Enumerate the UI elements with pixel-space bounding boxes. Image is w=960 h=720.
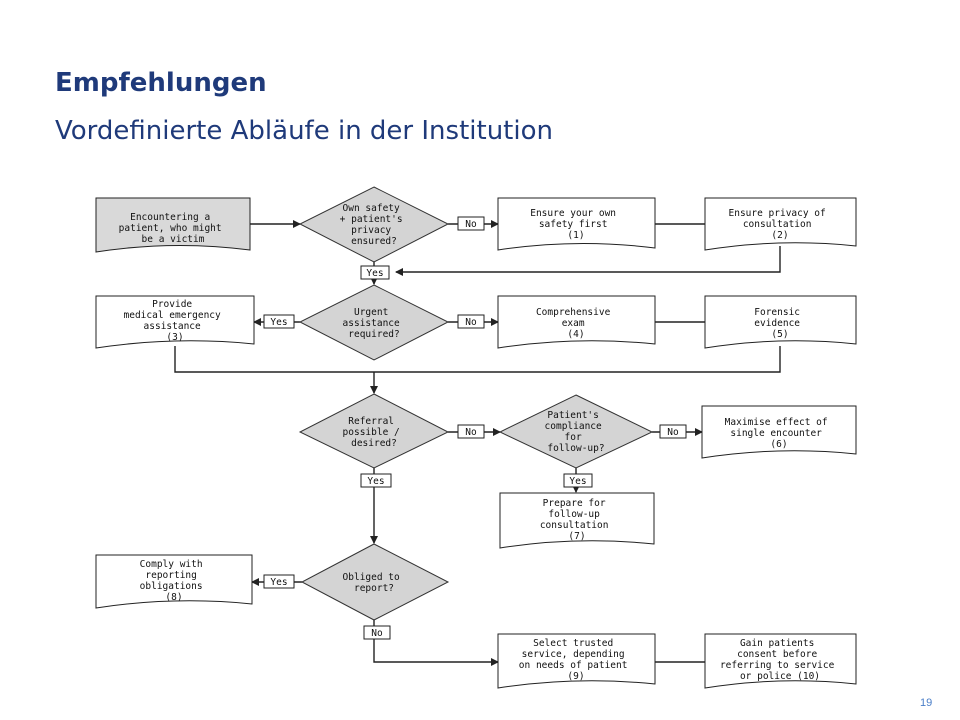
decision-compliance: Patient's compliance for follow-up? [498,394,654,469]
action-box-1: Ensure your own safety first (1) [497,197,656,251]
svg-text:Yes: Yes [366,268,383,279]
action-box-3: Provide medical emergency assistance (3) [95,295,255,349]
svg-text:Referral possible /: Referral possible / desired? [343,416,406,449]
svg-text:Own safety + patient's: Own safety + patient's privacy ensured? [340,203,409,247]
label-yes-referral: Yes [360,473,392,488]
action-box-8: Comply with reporting obligations (8) [95,554,253,609]
action-box-9: Select trusted service, depending on nee… [497,633,656,689]
action-box-5: Forensic evidence (5) [704,295,857,349]
action-box-10: Gain patients consent before referring t… [704,633,857,689]
label-no-obliged: No [363,625,391,640]
label-no-urgent: No [457,314,485,329]
page-subtitle: Vordefinierte Abläufe in der Institution [55,116,553,146]
decision-referral: Referral possible / desired? [298,393,450,469]
svg-text:Obliged to report?: Obliged to report? [343,572,406,594]
svg-text:Select trusted service,: Select trusted service, depending on nee… [519,638,633,682]
decision-obliged: Obliged to report? [300,543,450,621]
svg-text:No: No [465,427,477,438]
action-box-4: Comprehensive exam (4) [497,295,656,349]
svg-text:Comprehensive exam: Comprehensive exam (4) [536,307,616,340]
label-no-referral: No [457,424,485,439]
page-number: 19 [920,697,933,709]
svg-text:Ensure privacy of consul: Ensure privacy of consultation (2) [729,208,832,241]
label-yes-compliance: Yes [563,473,593,488]
svg-text:Patient's compliance: Patient's compliance for follow-up? [545,410,608,454]
start-text: Encountering a patient, who might be a v… [119,212,228,245]
svg-text:Yes: Yes [569,476,586,487]
svg-text:Maximise effect of singl: Maximise effect of single encounter (6) [725,417,834,450]
label-no-compliance: No [659,424,687,439]
label-yes-obliged: Yes [263,574,295,589]
arrow-obliged-no-to-a9 [373,620,499,666]
decision-urgent: Urgent assistance required? [298,284,450,361]
svg-text:Ensure your own safety f: Ensure your own safety first (1) [530,208,622,241]
svg-text:Yes: Yes [270,317,287,328]
page-title: Empfehlungen [55,68,267,98]
label-no-safety: No [457,216,485,231]
svg-text:Comply with reporting: Comply with reporting obligations (8) [140,559,209,603]
action-box-2: Ensure privacy of consultation (2) [704,197,857,251]
arrow-a2-return [395,246,781,276]
svg-text:Prepare for follow-up: Prepare for follow-up consultation (7) [540,498,614,542]
svg-text:No: No [667,427,679,438]
svg-text:Yes: Yes [367,476,384,487]
svg-text:No: No [465,219,477,230]
svg-text:Provide medical emergenc: Provide medical emergency assistance (3) [124,299,227,343]
svg-text:No: No [465,317,477,328]
svg-text:Yes: Yes [270,577,287,588]
action-box-7: Prepare for follow-up consultation (7) [499,492,655,549]
svg-text:Urgent assistance: Urgent assistance required? [343,307,406,340]
svg-text:No: No [371,628,383,639]
svg-text:Forensic evidence: Forensic evidence (5) [754,307,806,340]
label-yes-urgent: Yes [263,314,295,329]
svg-text:Gain patients consent be: Gain patients consent before referring t… [720,638,840,682]
label-yes-safety: Yes [360,265,390,280]
start-box: Encountering a patient, who might be a v… [95,197,251,253]
collector-line-row2 [174,346,781,373]
action-box-6: Maximise effect of single encounter (6) [701,405,857,459]
decision-safety: Own safety + patient's privacy ensured? [298,186,450,263]
